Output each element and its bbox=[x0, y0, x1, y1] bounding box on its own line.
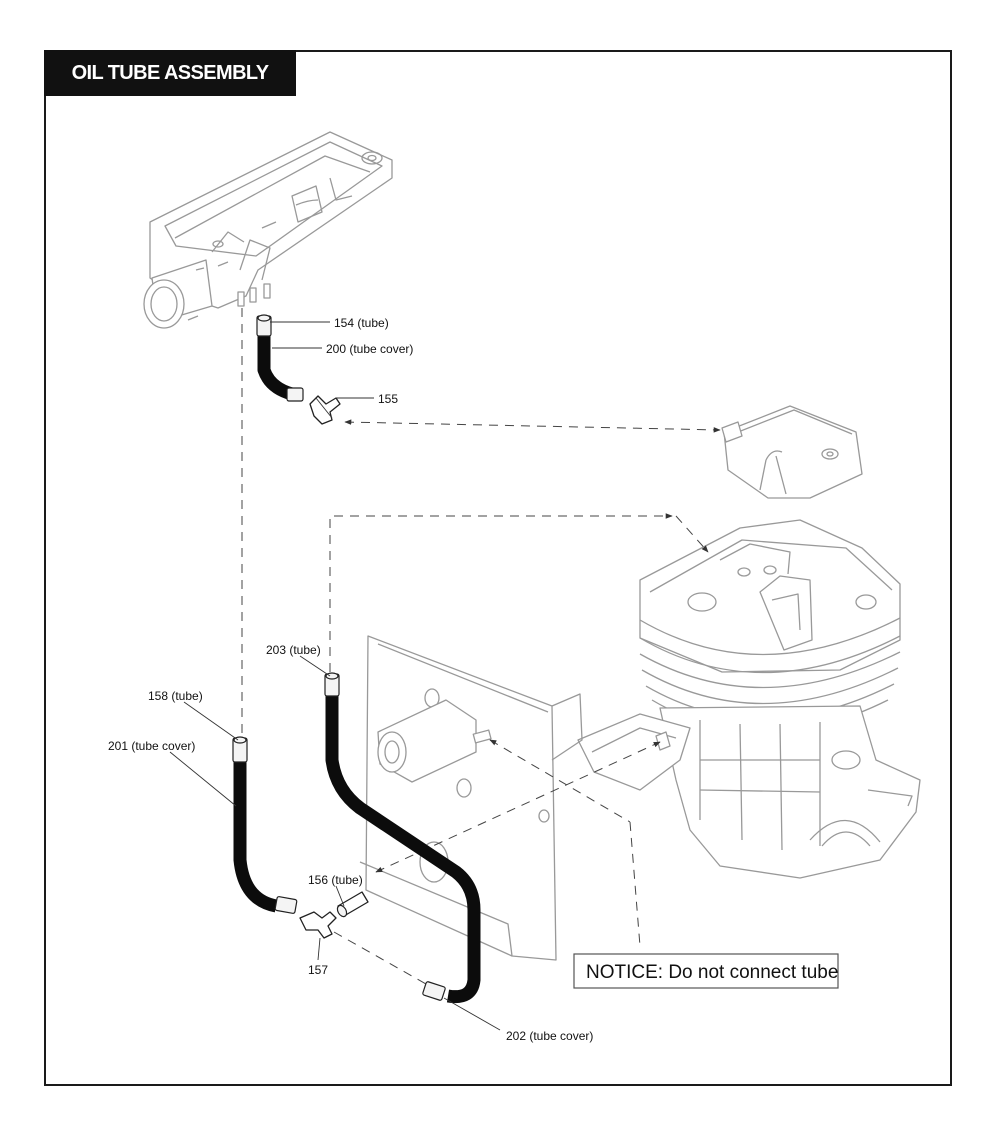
label-200: 200 (tube cover) bbox=[326, 342, 413, 356]
notice-box: NOTICE: Do not connect tube bbox=[573, 953, 839, 989]
fitting-155 bbox=[309, 395, 341, 425]
tee-fitting-157 bbox=[299, 911, 337, 939]
label-155: 155 bbox=[378, 392, 398, 406]
page-title: OIL TUBE ASSEMBLY bbox=[71, 61, 269, 84]
leader-lines bbox=[169, 321, 501, 1031]
label-157: 157 bbox=[308, 963, 328, 977]
label-201: 201 (tube cover) bbox=[108, 739, 195, 753]
tube-154-200 bbox=[256, 314, 304, 402]
label-158: 158 (tube) bbox=[148, 689, 203, 703]
label-202: 202 (tube cover) bbox=[506, 1029, 593, 1043]
air-cleaner-housing bbox=[143, 131, 393, 329]
tube-156 bbox=[336, 891, 369, 918]
tube-158-201 bbox=[232, 736, 298, 914]
engine-block bbox=[577, 519, 921, 879]
label-203: 203 (tube) bbox=[266, 643, 321, 657]
label-154: 154 (tube) bbox=[334, 316, 389, 330]
title-banner: OIL TUBE ASSEMBLY bbox=[44, 50, 296, 96]
rocker-cover bbox=[721, 405, 863, 499]
tube-203-202 bbox=[324, 672, 481, 1004]
label-156: 156 (tube) bbox=[308, 873, 363, 887]
notice-text: NOTICE: Do not connect tube bbox=[586, 962, 838, 983]
diagram-frame bbox=[44, 50, 952, 1086]
